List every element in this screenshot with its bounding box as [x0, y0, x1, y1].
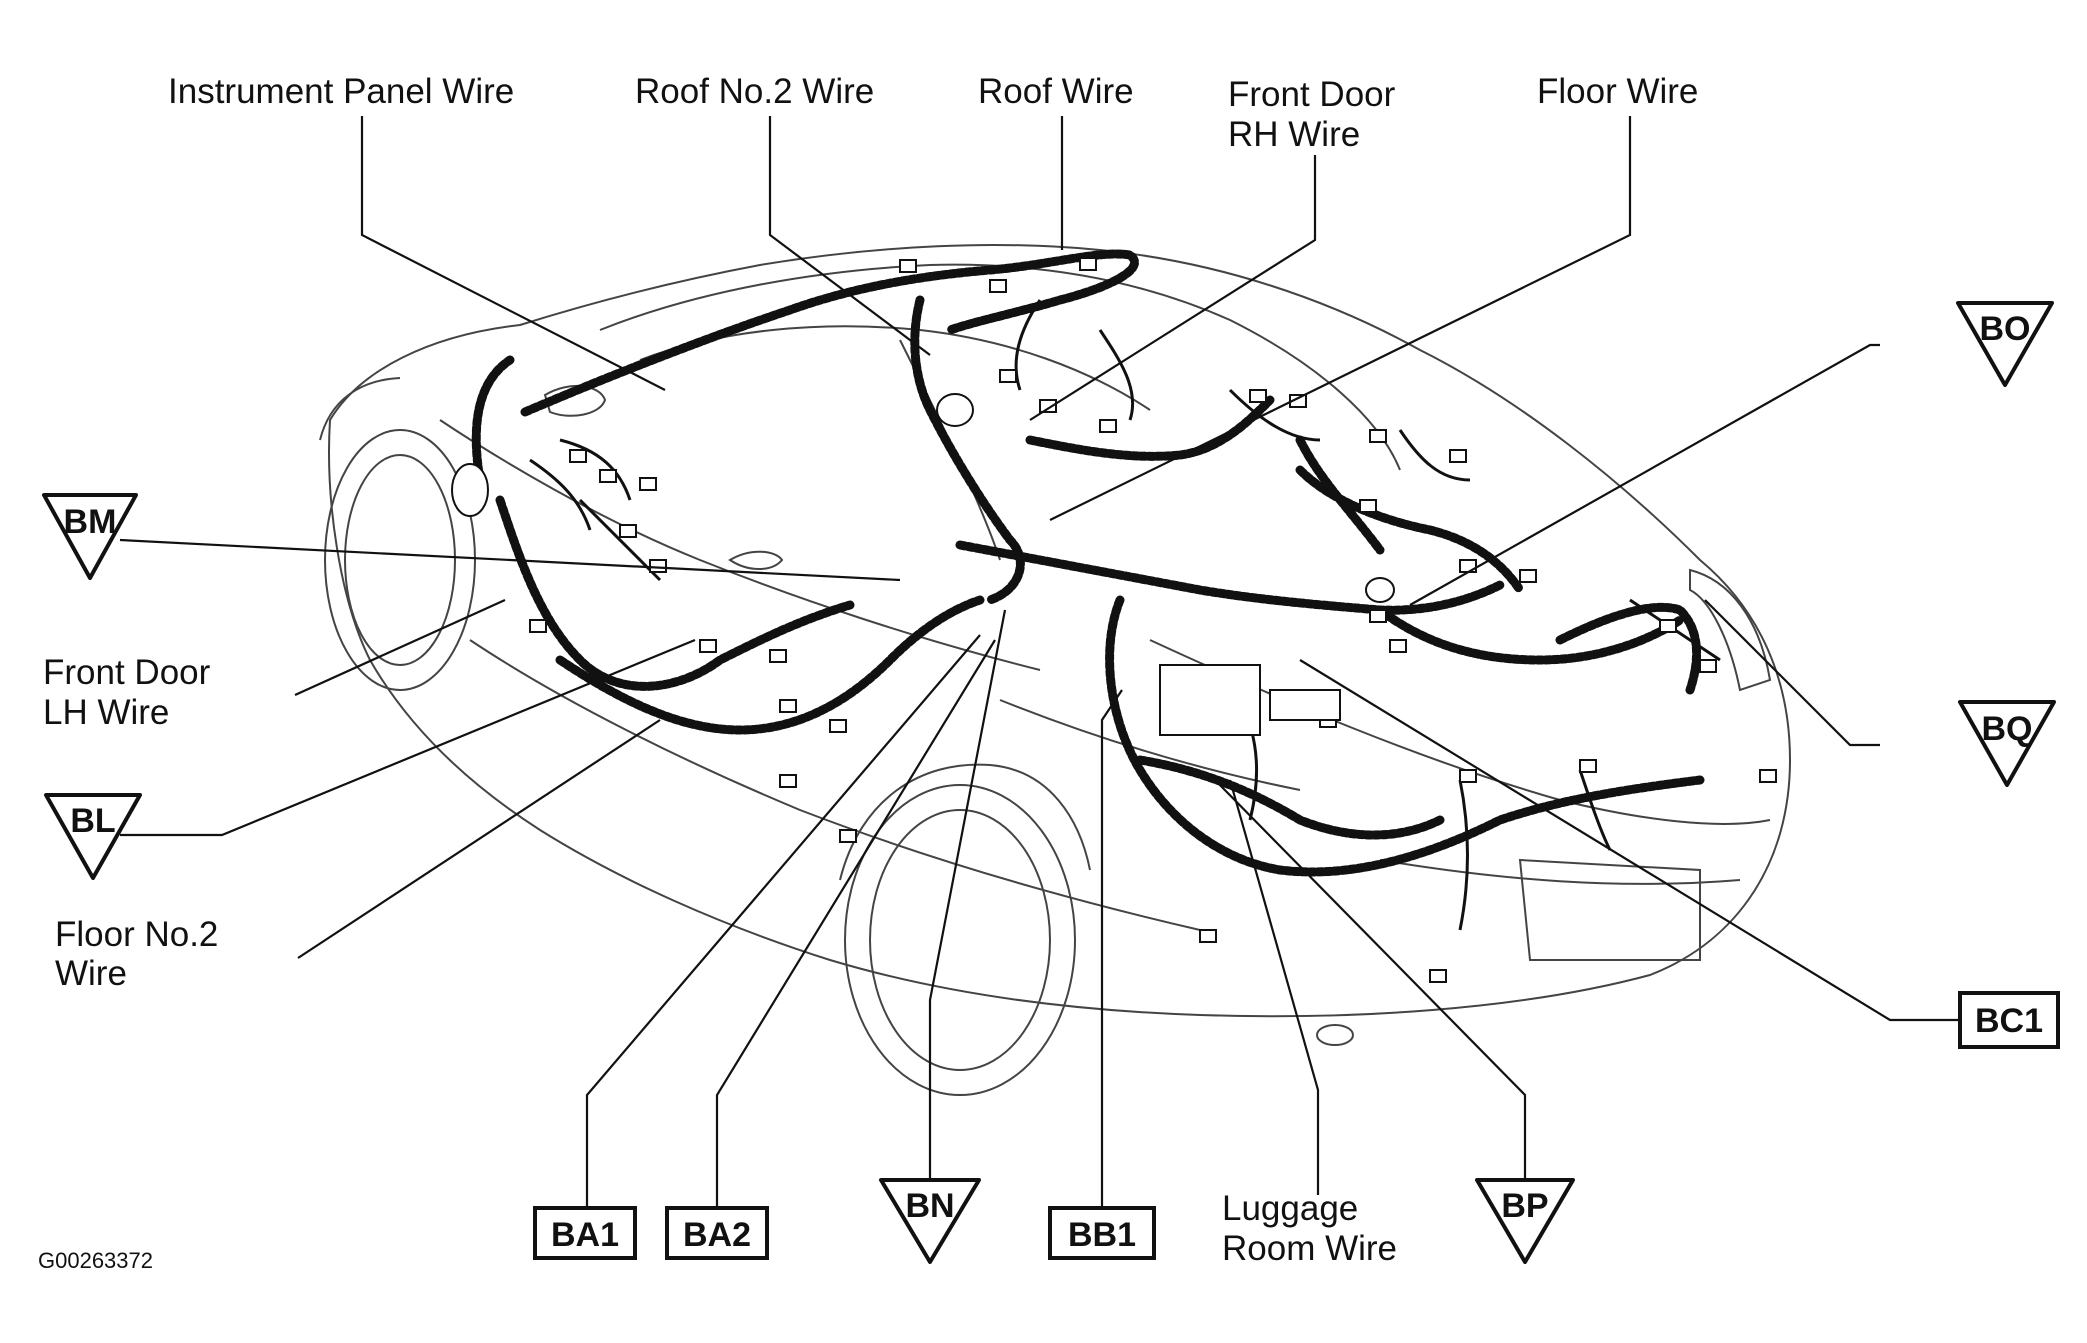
label-roof-no2-wire: Roof No.2 Wire [635, 72, 874, 111]
leader-lines [119, 116, 1960, 1220]
ground-point-bp: BP [1475, 1178, 1575, 1264]
junction-connector-ba2-label: BA2 [683, 1216, 751, 1254]
label-front-door-lh-line1: Front Door [43, 653, 211, 692]
label-front-door-rh-line1: Front Door [1228, 75, 1396, 114]
floor-no2-wire-path [555, 595, 985, 735]
junction-connector-bb1: BB1 [1048, 1206, 1156, 1260]
label-floor-no2-line1: Floor No.2 [55, 915, 218, 954]
ground-point-bn: BN [879, 1178, 981, 1264]
luggage-room-wire-path [471, 355, 515, 485]
ground-point-bo: BO [1956, 301, 2054, 387]
junction-connector-ba2: BA2 [665, 1206, 769, 1260]
ground-point-bq-label: BQ [1982, 710, 2033, 748]
ground-point-bm-label: BM [64, 503, 117, 541]
ground-point-bq: BQ [1958, 700, 2056, 787]
floor-wire-path [1105, 595, 1705, 877]
ground-point-bn-label: BN [905, 1187, 954, 1225]
ground-point-bm: BM [42, 493, 138, 580]
label-luggage-room-line2: Room Wire [1222, 1229, 1397, 1268]
car-body-outline [319, 244, 1792, 1096]
front-door-lh-wire-path [495, 495, 855, 691]
instrument-panel-wire-path [955, 540, 1505, 615]
ground-point-bl: BL [44, 793, 142, 880]
junction-connector-bb1-label: BB1 [1068, 1216, 1136, 1254]
label-roof-wire: Roof Wire [978, 72, 1134, 111]
junction-connector-bc1-label: BC1 [1975, 1002, 2043, 1040]
wire-connectors [451, 257, 1777, 983]
roof-wire-path [520, 249, 1139, 417]
junction-connector-boxes: BA1 BA2 BB1 BC1 [533, 991, 2060, 1260]
ground-point-bl-label: BL [70, 802, 115, 840]
label-front-door-rh-line2: RH Wire [1228, 115, 1360, 154]
ground-point-bo-label: BO [1980, 310, 2031, 348]
label-instrument-panel-wire: Instrument Panel Wire [168, 72, 514, 111]
label-luggage-room-line1: Luggage [1222, 1189, 1358, 1228]
label-front-door-lh-line2: LH Wire [43, 693, 169, 732]
junction-connector-ba1: BA1 [533, 1206, 637, 1260]
figure-code: G00263372 [38, 1248, 153, 1273]
ground-point-markers: BM BL BO BQ BN BP [42, 301, 2056, 1264]
wire-name-labels: Instrument Panel Wire Roof No.2 Wire Roo… [43, 72, 1698, 1268]
wire-harnesses [471, 249, 1721, 931]
roof-no2-wire-path [910, 295, 1025, 605]
ground-point-bp-label: BP [1501, 1187, 1548, 1225]
label-floor-no2-line2: Wire [55, 954, 127, 993]
junction-connector-ba1-label: BA1 [551, 1216, 619, 1254]
junction-connector-bc1: BC1 [1958, 991, 2060, 1049]
label-floor-wire: Floor Wire [1537, 72, 1698, 111]
front-door-rh-wire-path [1025, 395, 1275, 461]
